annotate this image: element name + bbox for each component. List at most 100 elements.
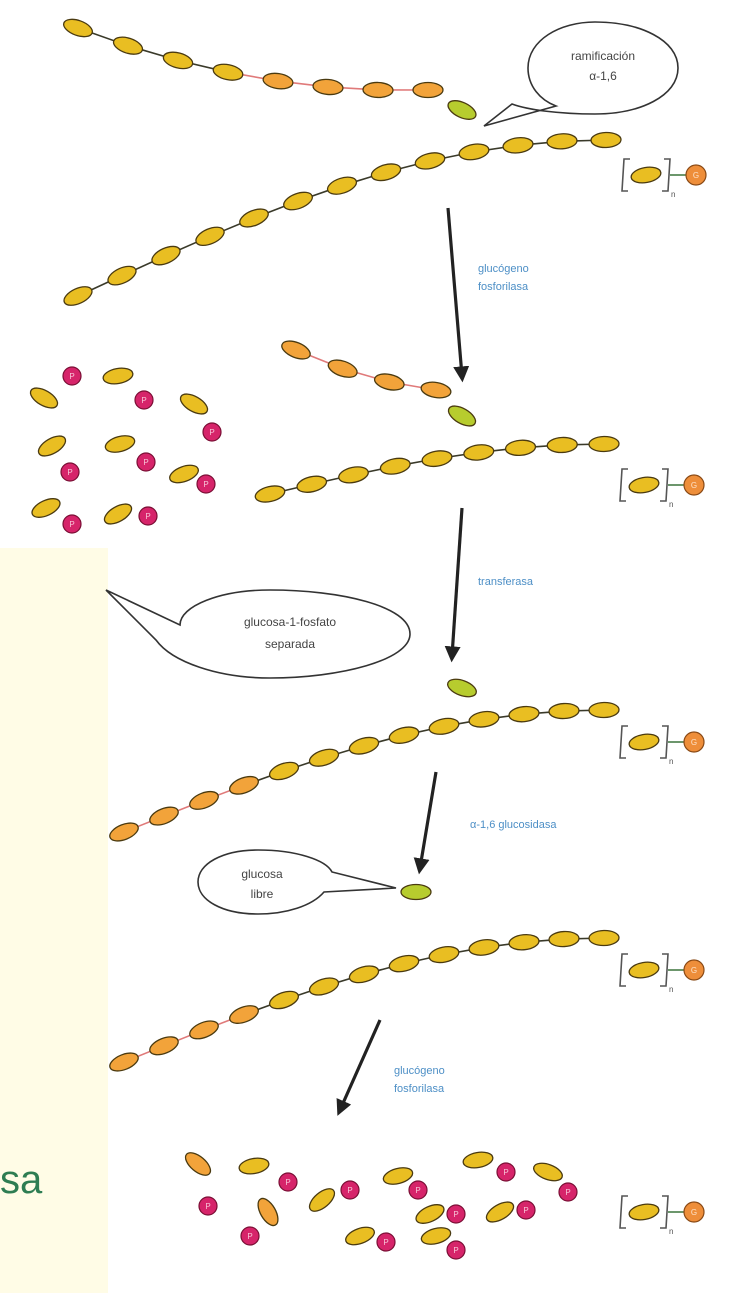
glucose-unit-icon [35,432,68,460]
glucose-unit-icon [267,759,300,783]
bubble-g1p-line1: glucosa-1-fosfato [244,615,336,629]
enzyme-label-step1-line2: fosforilasa [478,281,529,293]
glucose-unit-icon [421,449,453,469]
enzyme-label-step4-line1: glucógeno [394,1065,445,1077]
glucose-unit-icon [628,960,660,980]
glucose-unit-icon [325,174,358,198]
phosphate-label: P [205,1202,210,1211]
phosphate-label: P [69,372,74,381]
glucose-unit-icon [462,1150,494,1170]
glucose-unit-icon [193,224,226,250]
glucose-unit-icon [591,132,621,148]
phosphate-label: P [209,428,214,437]
glucose-unit-icon [147,804,180,829]
glucose-unit-icon [187,788,220,813]
chain-stage4-main [107,930,619,1074]
chain-end-bracket: nG [620,954,704,994]
phosphate-label: P [453,1210,458,1219]
glucose-unit-icon [379,456,411,476]
glucose-unit-icon [549,931,580,948]
svg-text:G: G [691,738,697,747]
glucose-unit-icon [279,337,312,362]
repeat-subscript: n [669,1227,673,1236]
svg-text:G: G [691,966,697,975]
glucose-unit-icon [388,724,421,746]
repeat-subscript: n [669,985,673,994]
phosphate-label: P [383,1238,388,1247]
phosphate-label: P [69,520,74,529]
glucose-unit-icon [267,988,300,1012]
glucose-unit-icon [463,443,495,462]
chain-stage2-main [254,436,619,505]
glucose-unit-icon [505,439,536,457]
chain-end-bracket: nG [620,726,704,766]
glucose-unit-icon [306,1185,339,1216]
glucose-unit-icon [363,82,393,98]
phosphate-label: P [143,458,148,467]
glucose-unit-icon [104,433,137,455]
glucose-unit-icon [29,495,63,521]
glucose-unit-icon [101,500,134,528]
enzyme-label-step2: transferasa [478,576,534,588]
phosphate-label: P [247,1232,252,1241]
glucose-unit-icon [413,1201,447,1227]
glucose-unit-icon [628,1202,660,1222]
chain-end-bracket: nG [620,469,704,509]
glucose-unit-icon [238,1156,270,1176]
glucose-unit-icon [630,165,662,185]
phosphate-label: P [141,396,146,405]
repeat-subscript: n [669,757,673,766]
phosphate-label: P [523,1206,528,1215]
glucose-unit-icon [102,366,134,386]
reaction-arrow-icon [420,772,436,868]
glucose-unit-icon [149,243,183,269]
phosphate-label: P [415,1186,420,1195]
glucose-unit-icon [343,1224,376,1248]
svg-text:G: G [691,1208,697,1217]
chain-end-bracket: nG [622,159,706,199]
glucose-unit-icon [413,82,443,97]
glucose-unit-icon [508,705,539,723]
glucose-unit-icon [27,384,60,412]
glucose-unit-icon [420,380,452,400]
glucose-unit-icon [373,371,406,392]
glucose-unit-icon [262,71,294,90]
glucose-unit-icon [428,944,460,965]
bubble-branch-line2: α-1,6 [589,69,617,83]
phosphate-label: P [285,1178,290,1187]
bubble-free-line2: libre [251,887,274,901]
glucose-unit-icon [312,78,343,96]
bubble-g1p-line2: separada [265,637,315,651]
glucose-unit-icon [547,133,578,150]
glucose-unit-icon [337,464,369,485]
glucose-unit-icon [628,732,660,752]
glucose-unit-icon [162,49,195,71]
chain-stage1-branch [61,16,443,98]
enzyme-label-step1-line1: glucógeno [478,263,529,275]
chain-end-bracket: nG [620,1196,704,1236]
glucose-unit-icon [281,189,314,213]
glucose-unit-icon [589,702,619,718]
glucose-unit-icon [547,437,578,453]
reaction-arrow-icon [340,1020,380,1110]
bubble-branch-line1: ramificación [571,49,635,63]
glucose-unit-icon [388,953,421,975]
phosphate-label: P [67,468,72,477]
reaction-arrow-icon [452,508,462,656]
glucose-unit-icon [111,34,144,58]
glucose-unit-icon [589,930,619,946]
phosphate-label: P [503,1168,508,1177]
branch-point-glucose [445,676,478,700]
bubble-free-line1: glucosa [241,867,283,881]
repeat-subscript: n [671,190,675,199]
glucose-unit-icon [458,142,490,162]
glucose-unit-icon [348,734,381,757]
glucose-unit-icon [182,1149,215,1180]
free-glucose-icon [401,885,431,900]
glucose-unit-icon [177,390,210,418]
glucose-unit-icon [483,1198,516,1226]
phosphate-label: P [453,1246,458,1255]
glucose-unit-icon [254,483,287,504]
glucose-unit-icon [307,746,340,769]
glucose-unit-icon [549,703,580,720]
